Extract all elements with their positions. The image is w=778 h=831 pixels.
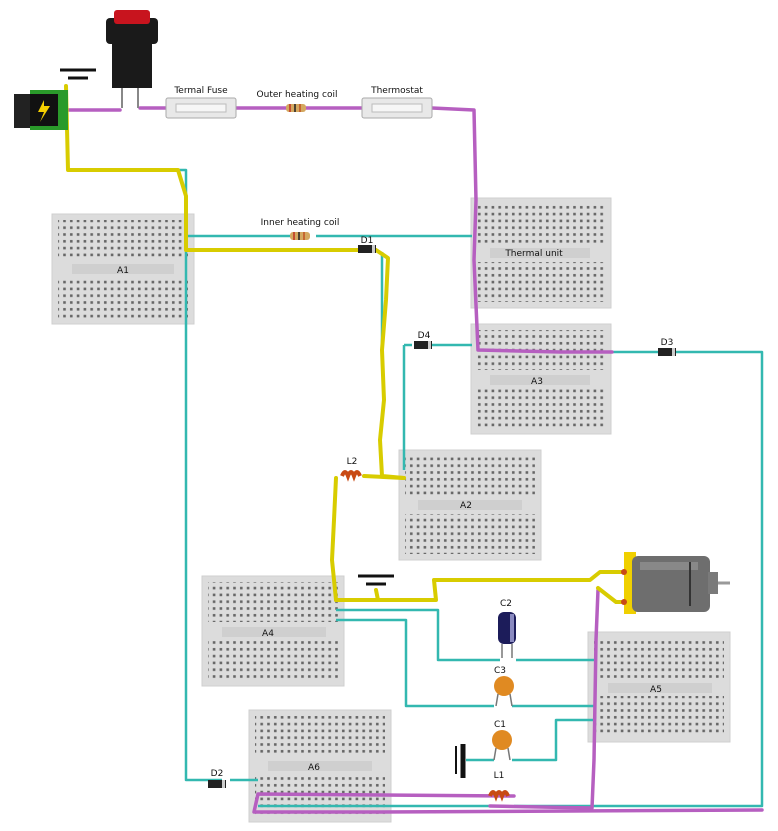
diode-d4: D4 [414,331,432,349]
d3-label: D3 [661,338,674,348]
breadboard-label: Thermal unit [504,249,563,259]
c3-label: C3 [494,666,506,676]
breadboard-a3: A3 [470,323,612,435]
l1-label: L1 [494,771,505,781]
capacitor-c3: C3 [494,666,514,707]
inner-coil-label: Inner heating coil [261,218,340,228]
d2-label: D2 [211,769,224,779]
ground-icon [358,574,394,586]
ground-icon [60,68,96,80]
c1-label: C1 [494,720,506,730]
inner-heating-coil: Inner heating coil [261,218,340,240]
capacitor-c2: C2 [498,599,516,658]
battery-icon [455,744,466,778]
breadboard-label: A5 [650,685,662,695]
inductor-l1: L1 [488,771,510,802]
breadboard-label: A3 [531,377,543,387]
breadboard-label: A2 [460,501,472,511]
d4-label: D4 [418,331,431,341]
breadboard-a4: A4 [201,575,345,687]
breadboard-a1: A1 [51,213,195,325]
thermostat-label: Thermostat [370,86,423,96]
push-button-icon[interactable] [106,10,158,108]
breadboard-label: A6 [308,763,320,773]
diode-d2: D2 [208,769,226,788]
d1-label: D1 [361,236,374,246]
diode-d3: D3 [658,338,676,356]
breadboard-a5: A5 [587,631,731,743]
power-jack-icon[interactable] [14,90,68,130]
dc-motor-icon[interactable] [621,552,730,614]
thermostat: Thermostat [361,86,433,119]
purple-wires [64,106,764,814]
breadboard-label: A1 [117,266,129,276]
outer-coil-label: Outer heating coil [257,90,338,100]
thermal-fuse: Termal Fuse [165,86,237,119]
diode-d1: D1 [358,236,376,253]
c2-label: C2 [500,599,512,609]
capacitor-c1: C1 [492,720,512,761]
breadboard-a2: A2 [398,449,542,561]
inductor-l2: L2 [340,457,362,482]
outer-heating-coil: Outer heating coil [257,90,338,112]
fuse-label: Termal Fuse [173,86,228,96]
l2-label: L2 [347,457,358,467]
breadboard-thermal-unit: Thermal unit [470,197,612,309]
breadboard-label: A4 [262,629,274,639]
